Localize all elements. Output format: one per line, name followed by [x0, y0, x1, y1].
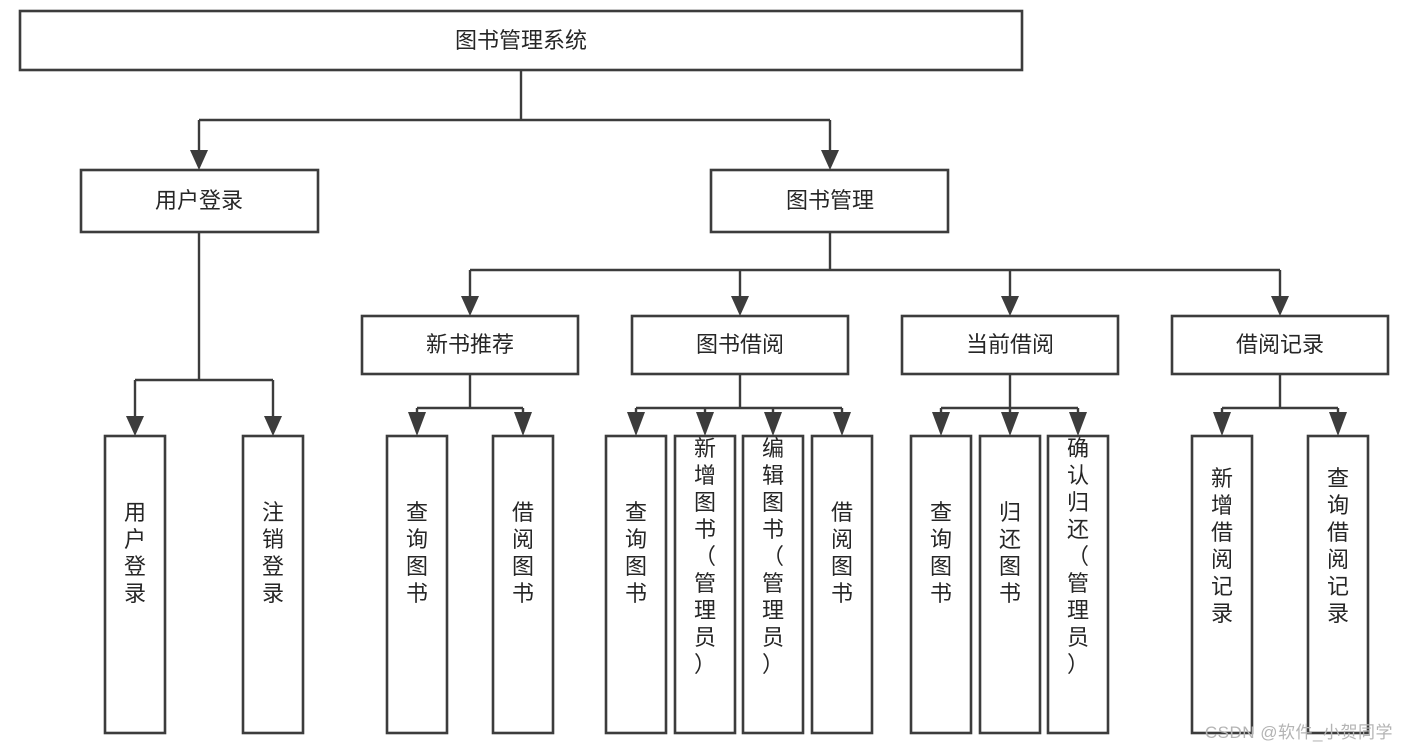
- node-current-borrow-box[interactable]: [900, 314, 1120, 376]
- node-leaf-user-login-box[interactable]: [103, 434, 167, 735]
- connector-group-new-book: [408, 374, 532, 436]
- node-leaf-query-record-box[interactable]: [1306, 434, 1370, 735]
- node-borrow-record-label: 借阅记录: [1236, 332, 1324, 357]
- arrow-root-to-book-manage: [821, 150, 839, 170]
- node-current-borrow-label: 当前借阅: [966, 332, 1054, 357]
- node-leaf-user-login[interactable]: 用户登录: [103, 434, 167, 735]
- arrow-nb-leaf1: [408, 412, 426, 436]
- arrow-cb-leaf3: [1069, 412, 1087, 436]
- node-leaf-borrow-book-2-label: 借阅图书: [831, 500, 853, 606]
- arrow-ul-leaf1: [126, 416, 144, 436]
- arrow-br-leaf1: [1213, 412, 1231, 436]
- node-leaf-add-record-label: 新增借阅记录: [1211, 466, 1233, 626]
- node-leaf-query-book-3-box[interactable]: [909, 434, 973, 735]
- node-root-box[interactable]: [18, 9, 1024, 72]
- node-user-login[interactable]: 用户登录: [79, 168, 320, 234]
- node-new-book-recommend[interactable]: 新书推荐: [360, 314, 580, 376]
- connector-group-borrow-record: [1213, 374, 1347, 436]
- node-book-manage[interactable]: 图书管理: [709, 168, 950, 234]
- node-new-book-recommend-box[interactable]: [360, 314, 580, 376]
- arrow-root-to-user-login: [190, 150, 208, 170]
- node-book-borrow-label: 图书借阅: [696, 332, 784, 357]
- node-leaf-query-record-label: 查询借阅记录: [1327, 466, 1349, 626]
- arrow-bb-leaf3: [764, 412, 782, 436]
- node-leaf-query-book-2-label: 查询图书: [625, 500, 647, 606]
- arrow-bm-to-current: [1001, 296, 1019, 316]
- arrow-bm-to-newbook: [461, 296, 479, 316]
- node-leaf-user-logout-box[interactable]: [241, 434, 305, 735]
- node-new-book-recommend-label: 新书推荐: [426, 332, 514, 357]
- node-borrow-record[interactable]: 借阅记录: [1170, 314, 1390, 376]
- connector-group-user-login: [126, 232, 282, 436]
- node-leaf-query-book-3[interactable]: 查询图书: [909, 434, 973, 735]
- node-leaf-add-book-box[interactable]: [673, 434, 737, 735]
- node-leaf-borrow-book-1[interactable]: 借阅图书: [491, 434, 555, 735]
- arrow-bb-leaf2: [696, 412, 714, 436]
- connector-group-current-borrow: [932, 374, 1087, 436]
- arrow-br-leaf2: [1329, 412, 1347, 436]
- arrow-cb-leaf1: [932, 412, 950, 436]
- node-leaf-return-book[interactable]: 归还图书: [978, 434, 1042, 735]
- node-leaf-borrow-book-2-box[interactable]: [810, 434, 874, 735]
- node-leaf-return-book-box[interactable]: [978, 434, 1042, 735]
- arrow-nb-leaf2: [514, 412, 532, 436]
- node-root-label: 图书管理系统: [455, 28, 587, 53]
- node-root[interactable]: 图书管理系统: [18, 9, 1024, 72]
- node-leaf-query-record[interactable]: 查询借阅记录: [1306, 434, 1370, 735]
- node-leaf-add-record[interactable]: 新增借阅记录: [1190, 434, 1254, 735]
- node-leaf-add-book[interactable]: 新增图书（管理员）: [673, 434, 737, 735]
- node-leaf-edit-book-label: 编辑图书（管理员）: [762, 436, 784, 677]
- node-book-manage-label: 图书管理: [786, 188, 874, 213]
- node-user-login-box[interactable]: [79, 168, 320, 234]
- node-leaf-borrow-book-1-label: 借阅图书: [512, 500, 534, 606]
- connector-group-book-borrow: [627, 374, 851, 436]
- arrow-bb-leaf4: [833, 412, 851, 436]
- node-leaf-confirm-return-label: 确认归还（管理员）: [1067, 436, 1089, 677]
- node-leaf-query-book-3-label: 查询图书: [930, 500, 952, 606]
- node-leaf-return-book-label: 归还图书: [999, 500, 1021, 606]
- node-leaf-query-book-2[interactable]: 查询图书: [604, 434, 668, 735]
- node-leaf-add-book-label: 新增图书（管理员）: [694, 436, 716, 677]
- arrow-ul-leaf2: [264, 416, 282, 436]
- arrow-bm-to-record: [1271, 296, 1289, 316]
- node-leaf-user-login-label: 用户登录: [124, 500, 146, 606]
- connector-group-book-manage: [461, 232, 1289, 316]
- node-leaf-edit-book[interactable]: 编辑图书（管理员）: [741, 434, 805, 735]
- node-leaf-query-book-2-box[interactable]: [604, 434, 668, 735]
- node-current-borrow[interactable]: 当前借阅: [900, 314, 1120, 376]
- node-leaf-confirm-return[interactable]: 确认归还（管理员）: [1046, 434, 1110, 735]
- node-book-borrow[interactable]: 图书借阅: [630, 314, 850, 376]
- node-leaf-user-logout[interactable]: 注销登录: [241, 434, 305, 735]
- node-user-login-label: 用户登录: [155, 188, 243, 213]
- node-leaf-edit-book-box[interactable]: [741, 434, 805, 735]
- node-leaf-query-book-1-box[interactable]: [385, 434, 449, 735]
- node-book-manage-box[interactable]: [709, 168, 950, 234]
- arrow-bm-to-borrow: [731, 296, 749, 316]
- arrow-bb-leaf1: [627, 412, 645, 436]
- node-leaf-add-record-box[interactable]: [1190, 434, 1254, 735]
- node-book-borrow-box[interactable]: [630, 314, 850, 376]
- node-leaf-confirm-return-box[interactable]: [1046, 434, 1110, 735]
- node-leaf-borrow-book-2[interactable]: 借阅图书: [810, 434, 874, 735]
- node-leaf-user-logout-label: 注销登录: [262, 500, 284, 606]
- node-leaf-query-book-1[interactable]: 查询图书: [385, 434, 449, 735]
- connector-group-root: [190, 70, 839, 170]
- arrow-cb-leaf2: [1001, 412, 1019, 436]
- node-borrow-record-box[interactable]: [1170, 314, 1390, 376]
- node-leaf-borrow-book-1-box[interactable]: [491, 434, 555, 735]
- node-leaf-query-book-1-label: 查询图书: [406, 500, 428, 606]
